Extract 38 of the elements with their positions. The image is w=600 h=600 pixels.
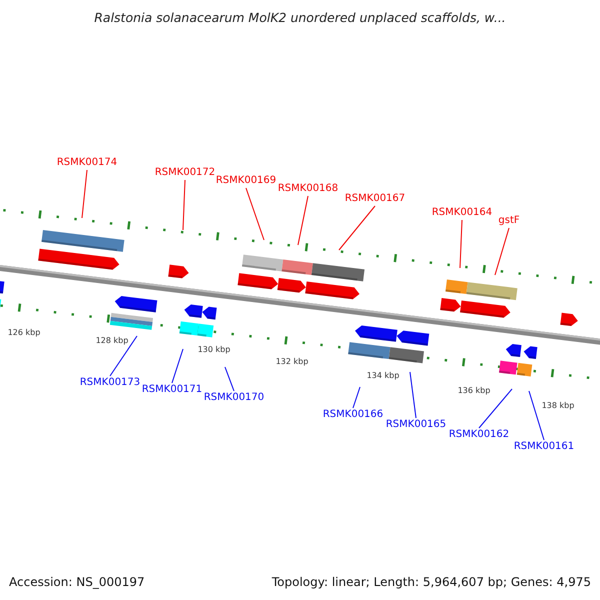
leader-line — [172, 348, 184, 384]
gene-label: RSMK00162 — [448, 429, 510, 441]
scale-label: 136 kbp — [458, 386, 490, 396]
leader-line — [338, 206, 376, 250]
gene-label: RSMK00174 — [56, 157, 118, 169]
genome-info-text: Topology: linear; Length: 5,964,607 bp; Genes: 4,975 — [272, 576, 591, 588]
title: Ralstonia solanacearum MolK2 unordered unplaced scaffolds, w... — [94, 12, 506, 24]
leader-line — [478, 388, 512, 428]
gene-label: RSMK00165 — [386, 419, 446, 431]
scale-label: 138 kbp — [542, 401, 574, 411]
gene-label: RSMK00168 — [278, 183, 338, 195]
gene-label: RSMK00167 — [344, 193, 406, 205]
scale-label: 128 kbp — [96, 336, 128, 346]
gene-label: RSMK00166 — [322, 409, 384, 421]
gene-label: RSMK00161 — [514, 441, 574, 453]
leader-line — [110, 336, 138, 376]
gene-label: RSMK00171 — [142, 384, 202, 396]
gene-label: RSMK00169 — [216, 175, 276, 187]
gene-label: RSMK00164 — [432, 207, 492, 219]
accession-text: Accession: NS_000197 — [9, 576, 145, 588]
gene-label: RSMK00170 — [204, 392, 264, 404]
leader-line — [82, 170, 88, 218]
leader-line — [298, 196, 308, 246]
leader-line — [182, 180, 186, 230]
scale-label: 130 kbp — [198, 345, 230, 355]
gene-label: RSMK00173 — [80, 377, 140, 389]
leader-line — [224, 366, 234, 392]
gene-label: RSMK00172 — [154, 167, 216, 179]
scale-label: 132 kbp — [276, 357, 308, 367]
leader-line — [494, 228, 510, 276]
scale-label: 126 kbp — [8, 328, 40, 338]
leader-line — [528, 390, 544, 440]
gene-label: gstF — [498, 215, 520, 227]
scale-label: 134 kbp — [366, 371, 400, 381]
leader-line — [460, 220, 462, 268]
leader-line — [352, 386, 360, 408]
leader-line — [246, 188, 264, 240]
leader-line — [410, 372, 416, 418]
